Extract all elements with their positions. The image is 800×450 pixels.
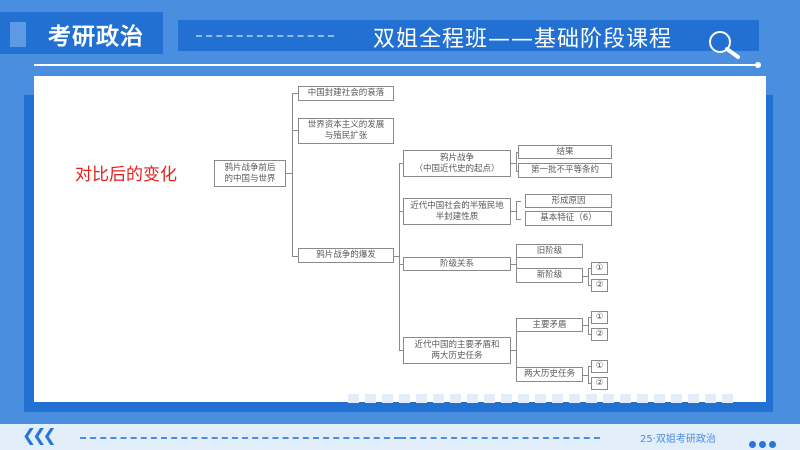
mindmap-node-l3: 结果 xyxy=(518,145,612,159)
connector xyxy=(516,251,517,276)
mindmap-node-l3: 主要矛盾 xyxy=(516,318,583,332)
connector xyxy=(588,383,592,384)
connector xyxy=(399,350,404,351)
mindmap-node-l3: 形成原因 xyxy=(525,194,612,208)
mindmap-node-l4: ① xyxy=(591,262,608,275)
connector xyxy=(399,163,404,164)
mindmap-node-l4: ② xyxy=(591,279,608,292)
connector xyxy=(516,201,521,202)
connector xyxy=(511,264,516,265)
mindmap-node-l4: ② xyxy=(591,328,608,341)
connector xyxy=(516,152,517,171)
footer-dashed-line xyxy=(400,437,600,439)
more-dots-icon[interactable] xyxy=(749,433,779,450)
mindmap-node-l2: 阶级关系 xyxy=(403,257,511,271)
mindmap-node-l4: ① xyxy=(591,311,608,324)
connector xyxy=(292,93,298,94)
mindmap-node-l4: ② xyxy=(591,377,608,390)
header-square-decoration xyxy=(10,22,26,47)
mindmap-node-l2: 近代中国的主要矛盾和 两大历史任务 xyxy=(403,337,511,364)
footer-bar: ❮❮❮ 25·双姐考研政治 xyxy=(0,424,800,450)
connector xyxy=(588,268,592,269)
mindmap-root: 鸦片战争前后 的中国与世界 xyxy=(214,160,286,187)
mindmap-node-l3: 两大历史任务 xyxy=(516,367,583,382)
connector xyxy=(399,163,400,350)
mindmap-node-l3: 基本特征（6） xyxy=(525,211,612,226)
chevron-left-triple-icon[interactable]: ❮❮❮ xyxy=(22,426,57,446)
connector xyxy=(292,130,298,131)
mindmap-node-l3: 第一批不平等条约 xyxy=(518,163,612,178)
mindmap-node-l3: 旧阶级 xyxy=(516,244,583,258)
connector xyxy=(588,285,592,286)
course-title: 双姐全程班——基础阶段课程 xyxy=(373,27,673,52)
search-icon[interactable] xyxy=(706,28,746,64)
footer-text: 25·双姐考研政治 xyxy=(640,434,716,445)
mindmap-node-l1: 世界资本主义的发展 与殖民扩张 xyxy=(298,118,394,144)
connector xyxy=(516,201,517,219)
connector xyxy=(286,173,292,174)
connector xyxy=(511,211,516,212)
mindmap-node-l2: 鸦片战争 （中国近代史的起点） xyxy=(403,150,511,177)
connector xyxy=(399,211,404,212)
connector xyxy=(516,219,521,220)
connector xyxy=(588,334,592,335)
connector xyxy=(583,375,588,376)
header-left-block: 考研政治 xyxy=(0,12,163,54)
connector xyxy=(588,317,592,318)
subject-title: 考研政治 xyxy=(48,24,144,50)
connector xyxy=(583,325,588,326)
connector xyxy=(511,350,516,351)
connector xyxy=(588,366,589,383)
connector xyxy=(583,276,588,277)
header-divider xyxy=(34,64,758,66)
connector xyxy=(588,366,592,367)
faint-dash-decoration xyxy=(348,388,739,407)
connector xyxy=(292,256,298,257)
header-divider-dot xyxy=(755,62,761,68)
connector xyxy=(516,325,517,375)
mindmap-node-l3: 新阶级 xyxy=(516,268,583,283)
slide-label: 对比后的变化 xyxy=(75,165,177,185)
header-dashed-line xyxy=(196,35,334,37)
header-title-bar: 双姐全程班——基础阶段课程 xyxy=(178,20,759,52)
mindmap-node-l4: ① xyxy=(591,360,608,373)
connector xyxy=(588,317,589,334)
connector xyxy=(511,163,516,164)
connector xyxy=(588,268,589,285)
content-panel xyxy=(34,76,766,402)
mindmap-node-l1: 中国封建社会的衰落 xyxy=(298,86,394,101)
mindmap-node-l2: 近代中国社会的半殖民地 半封建性质 xyxy=(403,198,511,225)
footer-dashed-line xyxy=(80,437,400,439)
connector xyxy=(292,93,293,256)
mindmap-node-l1: 鸦片战争的爆发 xyxy=(298,248,394,263)
connector xyxy=(394,256,399,257)
connector xyxy=(399,264,404,265)
